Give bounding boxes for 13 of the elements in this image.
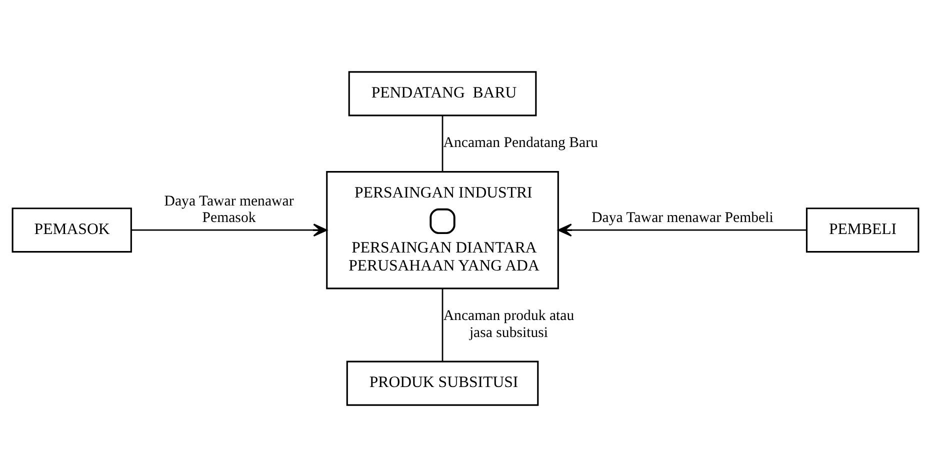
node-box: PEMBELI <box>806 207 920 252</box>
edge-label: Ancaman Pendatang Baru <box>443 134 598 151</box>
edge-label: Daya Tawar menawar Pembeli <box>592 210 774 226</box>
connector <box>442 288 444 361</box>
node-box: PERSAINGAN INDUSTRI PERSAINGAN DIANTARA PERUSAHAAN YANG ADA <box>326 170 559 289</box>
arrow <box>131 223 328 236</box>
edge-label: Ancaman produk atau jasa subsitusi <box>443 308 574 340</box>
node-box: PENDATANG BARU <box>348 70 537 116</box>
node-box: PEMASOK <box>12 207 132 252</box>
node-box: PRODUK SUBSITUSI <box>346 360 539 406</box>
connector <box>442 115 444 172</box>
arrow <box>558 223 807 236</box>
edge-label: Daya Tawar menawar Pemasok <box>164 192 294 226</box>
